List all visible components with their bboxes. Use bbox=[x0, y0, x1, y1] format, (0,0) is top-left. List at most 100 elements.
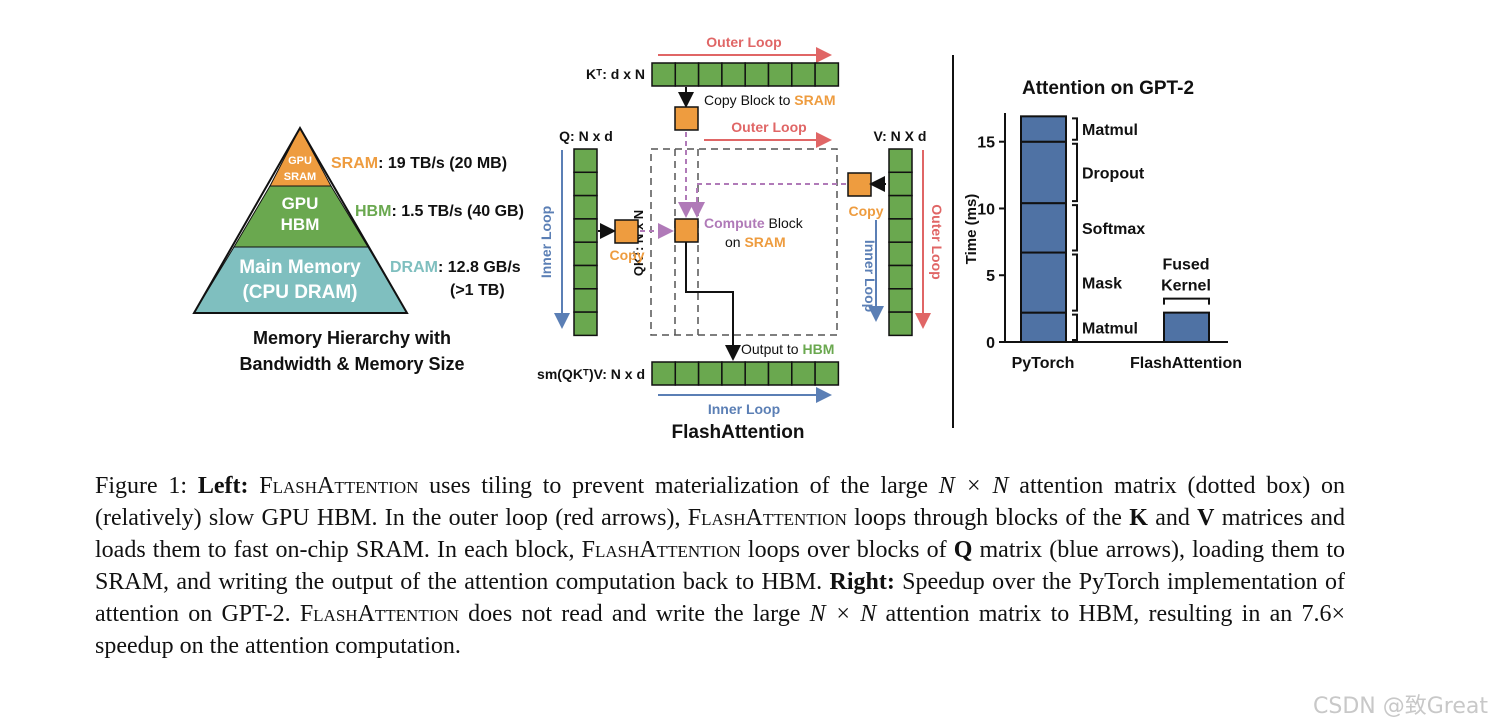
copy-right-label: Copy bbox=[849, 203, 884, 219]
caption-text-10: attention matrix to HBM, resulting in an… bbox=[95, 601, 1346, 659]
inner-loop-bottom-label: Inner Loop bbox=[708, 401, 780, 417]
bar-segment bbox=[1020, 202, 1067, 254]
q-label: Q: N x d bbox=[559, 128, 613, 144]
compute-block bbox=[674, 218, 699, 243]
output-cell bbox=[674, 361, 700, 386]
compute-block-label-1: Compute Block bbox=[704, 215, 804, 231]
copy-left-label: Copy bbox=[610, 247, 645, 263]
segment-bracket bbox=[1072, 142, 1078, 203]
q-matrix bbox=[573, 148, 598, 337]
v-cell bbox=[888, 264, 913, 290]
v-cell bbox=[888, 288, 913, 313]
q-cell bbox=[573, 171, 598, 197]
caption-text-1: uses tiling to prevent materialization o… bbox=[418, 473, 939, 499]
figure-caption: Figure 1: Left: FlashAttention uses tili… bbox=[95, 470, 1345, 662]
caption-nxn-1: N × N bbox=[938, 473, 1009, 499]
dram-bandwidth-label: DRAM: 12.8 GB/s bbox=[390, 259, 521, 276]
bar-segment bbox=[1020, 251, 1067, 314]
chart-labels: MatmulMaskSoftmaxDropoutMatmulPyTorchFus… bbox=[1012, 117, 1242, 372]
kt-cell bbox=[767, 62, 793, 87]
segment-label: Softmax bbox=[1082, 221, 1145, 238]
output-cell bbox=[697, 361, 723, 386]
output-label: sm(QKᵀ)V: N x d bbox=[537, 366, 645, 382]
kt-cell bbox=[791, 62, 816, 87]
segment-bracket bbox=[1072, 313, 1078, 341]
q-cell bbox=[573, 194, 598, 220]
flashattention-title: FlashAttention bbox=[672, 422, 805, 443]
caption-flashattention-4: FlashAttention bbox=[299, 601, 459, 627]
kt-copy-block bbox=[674, 106, 699, 131]
pyramid-dram-text-1: Main Memory bbox=[239, 257, 361, 278]
v-cell bbox=[888, 148, 913, 174]
caption-flashattention-3: FlashAttention bbox=[581, 537, 741, 563]
caption-text-8: Speedup over the PyTorch implementation … bbox=[95, 569, 1345, 627]
output-cell bbox=[767, 361, 793, 386]
pyramid-caption-2: Bandwidth & Memory Size bbox=[239, 354, 464, 374]
hbm-bandwidth-label: HBM: 1.5 TB/s (40 GB) bbox=[355, 203, 524, 220]
pyramid-dram-text-2: (CPU DRAM) bbox=[242, 282, 357, 303]
v-label: V: N X d bbox=[874, 128, 927, 144]
kt-label: Kᵀ: d x N bbox=[586, 66, 645, 82]
v-matrix bbox=[888, 148, 913, 337]
y-tick-label: 10 bbox=[977, 201, 995, 218]
caption-text-4: and bbox=[1147, 505, 1198, 531]
pyramid-caption-1: Memory Hierarchy with bbox=[253, 328, 451, 348]
chart-title: Attention on GPT-2 bbox=[1022, 78, 1194, 99]
q-cell bbox=[573, 264, 598, 290]
v-cell bbox=[888, 218, 913, 243]
segment-bracket bbox=[1072, 117, 1078, 141]
bar-segment bbox=[1163, 311, 1210, 344]
inner-loop-left-label: Inner Loop bbox=[538, 206, 554, 278]
caption-text-9: does not read and write the large bbox=[458, 601, 810, 627]
bar-segment bbox=[1020, 140, 1067, 205]
caption-k: K bbox=[1129, 505, 1148, 531]
v-cell bbox=[888, 311, 913, 337]
caption-v: V bbox=[1197, 505, 1215, 531]
caption-nxn-2: N × N bbox=[809, 601, 877, 627]
kt-matrix bbox=[651, 62, 840, 87]
outer-loop-mid-label: Outer Loop bbox=[731, 119, 806, 135]
output-cell bbox=[721, 361, 746, 386]
kt-cell bbox=[721, 62, 746, 87]
caption-figure-number: Figure 1: bbox=[95, 473, 198, 499]
x-category-label: PyTorch bbox=[1012, 355, 1075, 372]
segment-bracket bbox=[1072, 204, 1078, 252]
caption-text-7: matrix (blue arrows), loading them to SR… bbox=[95, 537, 1346, 595]
caption-text-5: matrices and loads them to fast on-chip … bbox=[95, 505, 1346, 563]
kt-cell bbox=[651, 62, 677, 87]
memory-hierarchy-pyramid: GPU SRAM GPU HBM Main Memory (CPU DRAM) … bbox=[192, 125, 524, 374]
kt-cell bbox=[697, 62, 723, 87]
caption-right-heading: Right: bbox=[829, 569, 895, 595]
segment-bracket bbox=[1072, 253, 1078, 312]
q-cell bbox=[573, 148, 598, 174]
q-cell bbox=[573, 311, 598, 337]
v-cell bbox=[888, 194, 913, 220]
v-copy-block bbox=[847, 172, 872, 197]
segment-label: Matmul bbox=[1082, 122, 1138, 139]
q-copy-block bbox=[614, 219, 639, 244]
v-cell bbox=[888, 241, 913, 267]
q-cell bbox=[573, 218, 598, 243]
chart-bars bbox=[1020, 115, 1210, 344]
caption-text-2: attention matrix (dotted box) on (relati… bbox=[95, 473, 1345, 531]
chart-ylabel: Time (ms) bbox=[963, 194, 980, 265]
q-cell bbox=[573, 241, 598, 267]
fused-bracket bbox=[1163, 297, 1210, 305]
fused-kernel-label-1: Fused bbox=[1162, 257, 1209, 274]
caption-left-heading: Left: bbox=[197, 473, 249, 499]
compute-block-label-2: on SRAM bbox=[725, 234, 786, 250]
pyramid-sram-layer bbox=[269, 126, 332, 187]
kt-cell bbox=[744, 62, 770, 87]
output-matrix bbox=[651, 361, 840, 386]
pyramid-hbm-text-2: HBM bbox=[281, 215, 320, 234]
output-cell bbox=[791, 361, 816, 386]
pyramid-sram-text-1: GPU bbox=[288, 155, 312, 167]
output-cell bbox=[651, 361, 677, 386]
caption-q: Q bbox=[953, 537, 973, 563]
caption-text-3: loops through blocks of the bbox=[846, 505, 1130, 531]
kt-cell bbox=[674, 62, 700, 87]
q-cell bbox=[573, 288, 598, 313]
copy-block-label: Copy Block to SRAM bbox=[704, 92, 836, 108]
